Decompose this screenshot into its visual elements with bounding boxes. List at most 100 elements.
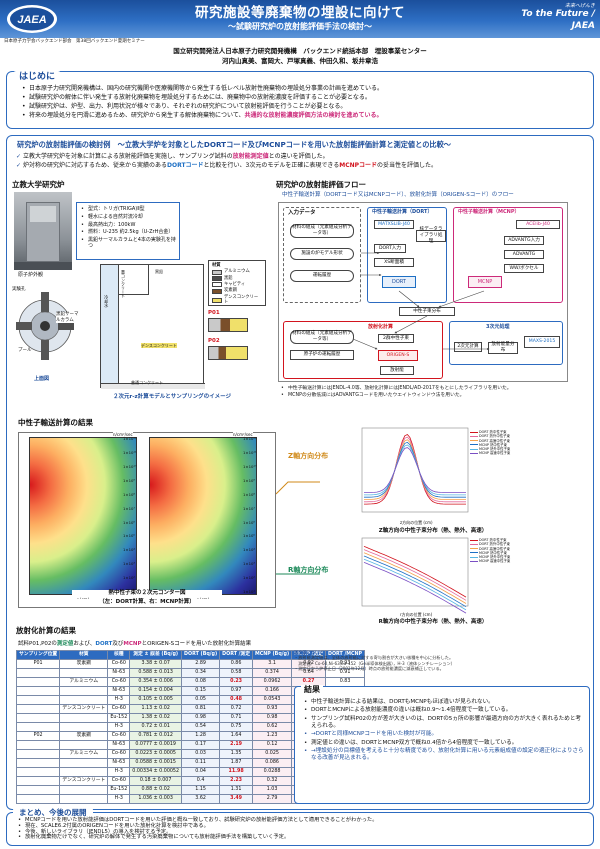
table-cell: H-3 <box>107 794 131 804</box>
flow-subtitle: 中性子輸送計算（DORTコード又はMCNPコード）、放射化計算（ORIGEN-S… <box>282 192 514 198</box>
table-cell: 0.166 <box>251 686 293 696</box>
flow-note: MCNPの分散低減にはADVANTGコードを用いたウエイトウィンドウ法を用いた。 <box>280 393 580 399</box>
legend-row: 黒鉛 <box>212 276 262 281</box>
flux-legend-line <box>470 444 478 446</box>
legend-swatch <box>212 282 222 288</box>
flow-label: 研究炉の放射能評価フロー <box>276 180 366 189</box>
node-libconv: 核データライブラリ処理 <box>416 227 446 244</box>
node-dort-input: DORT入力 <box>374 244 406 253</box>
table-cell: 11.98 <box>219 767 253 777</box>
flux-series-line <box>363 552 467 604</box>
table-cell <box>15 776 61 786</box>
table-cell: 0.48 <box>219 695 253 705</box>
table-cell <box>59 794 109 804</box>
post-group: 3次元処理 2次元計算 放射能量分布 MAXS-2015 <box>449 321 563 365</box>
table-cell: 0.15 <box>181 686 221 696</box>
table-cell: 0.105 ± 0.005 <box>129 695 183 705</box>
logo-text: JAEA <box>17 14 46 26</box>
jaea-slogan-logo: 未来へげんき To the Future / JAEA <box>505 3 595 35</box>
contour-level-label: 1×10⁶ <box>243 519 255 525</box>
table-cell: 0.086 <box>251 758 293 768</box>
intro-item: 将来の埋設処分を円滑に進めるため、研究炉から発生する解体廃棄物について、共通的な… <box>21 112 589 120</box>
flux-series-line <box>364 441 466 498</box>
table-cell <box>59 668 109 678</box>
table-cell: 0.04 <box>181 767 221 777</box>
node-origen: ORIGEN-S <box>378 350 418 361</box>
legend-swatch <box>212 275 222 281</box>
table-cell <box>15 758 61 768</box>
node-matxslib: MATXSLIB-J40 <box>374 220 414 229</box>
contour-dort <box>29 437 137 595</box>
study-item-hl: DORTコード <box>167 162 204 169</box>
flow-note: 中性子輸送計算にはJENDL-4.0等、放射化計算にはJENDL/AD-2017… <box>280 386 580 392</box>
flow-notes: 中性子輸送計算にはJENDL-4.0等、放射化計算にはJENDL/AD-2017… <box>280 386 580 401</box>
contour-level-label: 1×10⁹ <box>123 477 135 483</box>
intro-item: 日本原子力研究開発機構は、国内の研究機関や医療機関等から発生する低レベル放射性廃… <box>21 85 589 93</box>
summary-item: MCNPコードを用いた放射能評価はDORTコードを用いた評価と概ね一致しており、… <box>17 817 587 824</box>
rikkyo-label: 立教大学研究炉 <box>12 180 65 189</box>
cap-part: DORT <box>95 641 113 647</box>
table-cell: 1.03 <box>251 785 293 795</box>
legend-text: アルミニウム <box>224 269 250 275</box>
table-cell: 0.75 <box>219 722 253 732</box>
z-direction-label: Z軸方向分布 <box>288 452 329 460</box>
table-cell: 0.11 <box>181 758 221 768</box>
table-cell: 0.0588 ± 0.0015 <box>129 758 183 768</box>
flux-series-line <box>363 555 467 608</box>
flux-legend-text: MCNP 高速中性子束 <box>479 451 511 456</box>
organization: 国立研究開発法人日本原子力研究開発機構 バックエンド統括本部 埋設事業センター <box>173 47 427 55</box>
contour-level-label: 1×10⁷ <box>123 505 135 511</box>
flux-legend-entry: DORT 熱外中性子束 <box>470 542 514 546</box>
flux-legend-entry: MCNP 熱中性子束 <box>470 551 514 555</box>
study-item-text: 炉対称の研究炉に対応するため、従来から実績のある <box>23 162 168 169</box>
model-label-water: 冷却水 <box>104 295 110 308</box>
spec-item: 燃料：U-235 約2.5kg（U-ZrH合金） <box>80 229 176 236</box>
table-cell: 2.23 <box>219 776 253 786</box>
note-line: ・放射能測定値は、全体の放射能に対する寄与割合が大きい核種を中心に分析した。 <box>294 655 454 661</box>
table-header-cell: MCNP (Bq/g) <box>251 650 293 660</box>
node-xsec: XS断面積 <box>374 258 414 267</box>
table-cell: Ni-63 <box>107 686 131 696</box>
table-cell: 0.98 <box>181 713 221 723</box>
table-cell: 0.32 <box>251 776 293 786</box>
contour-level-label: 1×10¹¹ <box>123 449 137 455</box>
summary-list: MCNPコードを用いた放射能評価はDORTコードを用いた評価と概ね一致しており、… <box>17 817 587 841</box>
table-cell: 0.23 <box>219 677 253 687</box>
direction-arrows <box>276 481 320 575</box>
node-history: 運転履歴 <box>290 270 354 282</box>
table-cell <box>15 722 61 732</box>
z-plot-caption: Z軸方向の中性子束分布（熱、熱外、高速） <box>378 528 488 534</box>
cap-part: とORIGEN-Sコードを用いた放射化計算結果 <box>141 641 252 647</box>
photo-caption: 原子炉外観 <box>18 272 44 278</box>
legend-row: アルミニウム <box>212 269 262 275</box>
table-cell: 1.87 <box>219 758 253 768</box>
authors: 河内山真美、富岡大、戸塚真義、仲田久和、坂井章浩 <box>222 57 378 65</box>
flux-legend-line <box>470 448 478 450</box>
legend-swatch <box>212 297 222 303</box>
flux-legend-line <box>470 560 478 562</box>
table-cell: Eu-152 <box>107 785 131 795</box>
contour-level-label: 1×10⁵ <box>123 533 135 539</box>
r-direction-label: R軸方向分布 <box>288 566 329 574</box>
node-advantg: ADVANTG <box>504 250 544 259</box>
flux-series-line <box>363 546 467 598</box>
table-cell: 0.05 <box>181 695 221 705</box>
intro-item-text: 将来の埋設処分を円滑に進めるため、研究炉から発生する解体廃棄物について、 <box>29 112 245 119</box>
node-flux: 中性子束分布 <box>399 307 455 316</box>
r-flux-plot <box>361 537 469 614</box>
node-maxs: MAXS-2015 <box>524 336 560 348</box>
summary-section: まとめ、今後の展開 MCNPコードを用いた放射能評価はDORTコードを用いた評価… <box>6 807 594 846</box>
table-cell <box>15 767 61 777</box>
contour-unit-left: n/cm²/sec <box>113 432 133 437</box>
table-header-cell: 核種 <box>107 650 131 660</box>
table-cell: 0.86 <box>219 659 253 669</box>
note-line: 測定器：Co-60,Ni-63,Eu-152（Ge半導体検出器），H-3（液体シ… <box>294 660 455 666</box>
flux-legend-line <box>470 435 478 437</box>
table-cell: 0.34 <box>181 668 221 678</box>
study-item-text: との違いを評価した。 <box>268 153 329 160</box>
contour-level-label: 1×10¹⁰ <box>123 463 137 469</box>
table-header-cell: サンプリング位置 <box>15 650 61 660</box>
table-header-cell: DORT /測定 <box>219 650 253 660</box>
contour-caption-2: （左：DORT計算、右：MCNP計算） <box>72 599 222 606</box>
table-cell: 1.13 ± 0.02 <box>129 704 183 714</box>
